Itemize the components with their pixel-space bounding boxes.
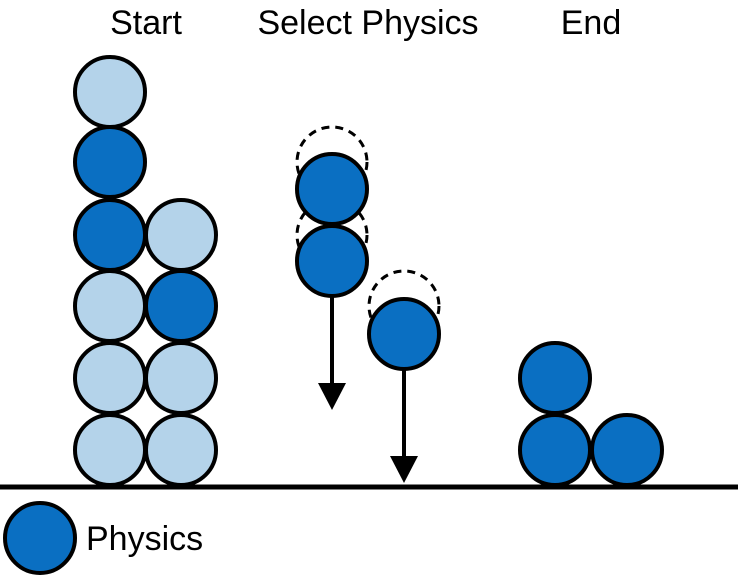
end-bottom-ball-1 xyxy=(518,413,592,487)
select-physics-heading: Select Physics xyxy=(257,4,478,42)
falling-ball-1 xyxy=(295,152,369,226)
start-left-ball-3 xyxy=(73,198,147,272)
start-left-ball-4 xyxy=(73,269,147,343)
fall-arrow-2-head xyxy=(390,456,418,483)
end-bottom-ball-2 xyxy=(590,413,664,487)
end-top-ball xyxy=(518,341,592,415)
fall-arrow-1-head xyxy=(318,383,346,410)
start-heading: Start xyxy=(110,4,182,42)
legend-physics-label: Physics xyxy=(86,520,203,558)
end-heading: End xyxy=(561,4,622,42)
start-stack xyxy=(73,55,218,487)
legend: Physics xyxy=(3,501,203,575)
start-left-ball-6 xyxy=(73,413,147,487)
ghost-outline-3 xyxy=(367,269,441,343)
start-right-ball-4 xyxy=(144,413,218,487)
start-right-ball-2 xyxy=(144,269,218,343)
start-left-ball-5 xyxy=(73,341,147,415)
ghost-outline-2 xyxy=(295,198,369,272)
ghost-outline-1 xyxy=(295,125,369,199)
select-physics-group xyxy=(295,125,441,483)
end-stack xyxy=(518,341,664,487)
falling-ball-2 xyxy=(295,224,369,298)
start-left-ball-1 xyxy=(73,55,147,129)
start-left-ball-2 xyxy=(73,125,147,199)
start-right-ball-1 xyxy=(144,198,218,272)
legend-physics-swatch xyxy=(3,501,77,575)
falling-ball-3 xyxy=(367,297,441,371)
start-right-ball-3 xyxy=(144,341,218,415)
